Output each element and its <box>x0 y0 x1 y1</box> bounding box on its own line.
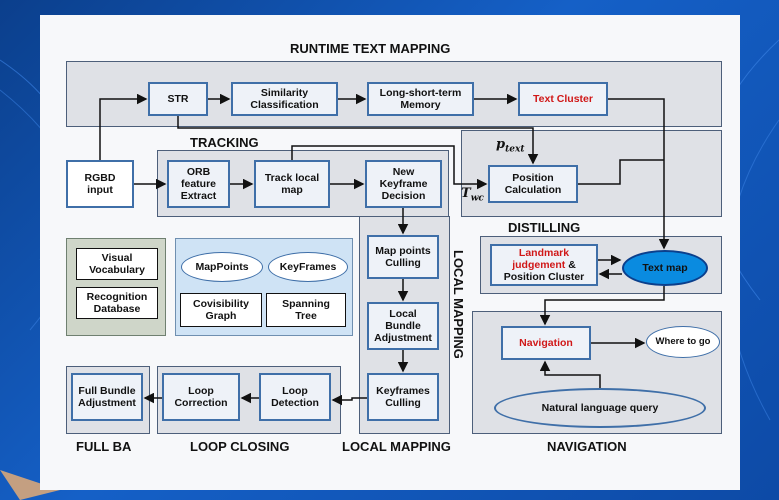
navigation-box: Navigation <box>501 326 591 360</box>
where-to-go-node: Where to go <box>646 326 720 358</box>
p-text-label: ptext <box>496 137 525 155</box>
nl-query-node: Natural language query <box>494 388 706 428</box>
loop-correction-box: Loop Correction <box>162 373 240 421</box>
loop-detection-box: Loop Detection <box>259 373 331 421</box>
similarity-box: Similarity Classification <box>231 82 338 116</box>
position-cluster-text: & Position Cluster <box>503 259 585 283</box>
full-bundle-box: Full Bundle Adjustment <box>71 373 143 421</box>
rgbd-box: RGBD input <box>66 160 134 208</box>
position-calc-box: Position Calculation <box>488 165 578 203</box>
text-cluster-box: Text Cluster <box>518 82 608 116</box>
str-box: STR <box>148 82 208 116</box>
full-ba-title: FULL BA <box>76 439 132 454</box>
t-wc-label: Twc <box>461 186 484 204</box>
loop-closing-title: LOOP CLOSING <box>190 439 290 454</box>
track-local-box: Track local map <box>254 160 330 208</box>
mappoints-node: MapPoints <box>181 252 263 282</box>
local-bundle-box: Local Bundle Adjustment <box>367 302 439 350</box>
spanning-box: Spanning Tree <box>266 293 346 327</box>
navigation-title: NAVIGATION <box>547 439 627 454</box>
recognition-db-box: Recognition Database <box>76 287 158 319</box>
visual-vocab-box: Visual Vocabulary <box>76 248 158 280</box>
long-short-box: Long-short-term Memory <box>367 82 474 116</box>
landmark-judgement-text: Landmark judgement <box>512 247 570 271</box>
orb-box: ORB feature Extract <box>167 160 230 208</box>
tracking-title: TRACKING <box>190 135 259 150</box>
keyframes-node: KeyFrames <box>268 252 348 282</box>
local-mapping-vertical-title: LOCAL MAPPING <box>451 250 466 359</box>
keyframes-culling-box: Keyframes Culling <box>367 373 439 421</box>
covisibility-box: Covisibility Graph <box>180 293 262 327</box>
distilling-title: DISTILLING <box>508 220 581 235</box>
landmark-box: Landmark judgement & Position Cluster <box>490 244 598 286</box>
runtime-title: RUNTIME TEXT MAPPING <box>290 41 451 56</box>
local-mapping-title: LOCAL MAPPING <box>342 439 451 454</box>
new-keyframe-box: New Keyframe Decision <box>365 160 442 208</box>
text-map-node: Text map <box>622 250 708 286</box>
map-points-culling-box: Map points Culling <box>367 235 439 279</box>
